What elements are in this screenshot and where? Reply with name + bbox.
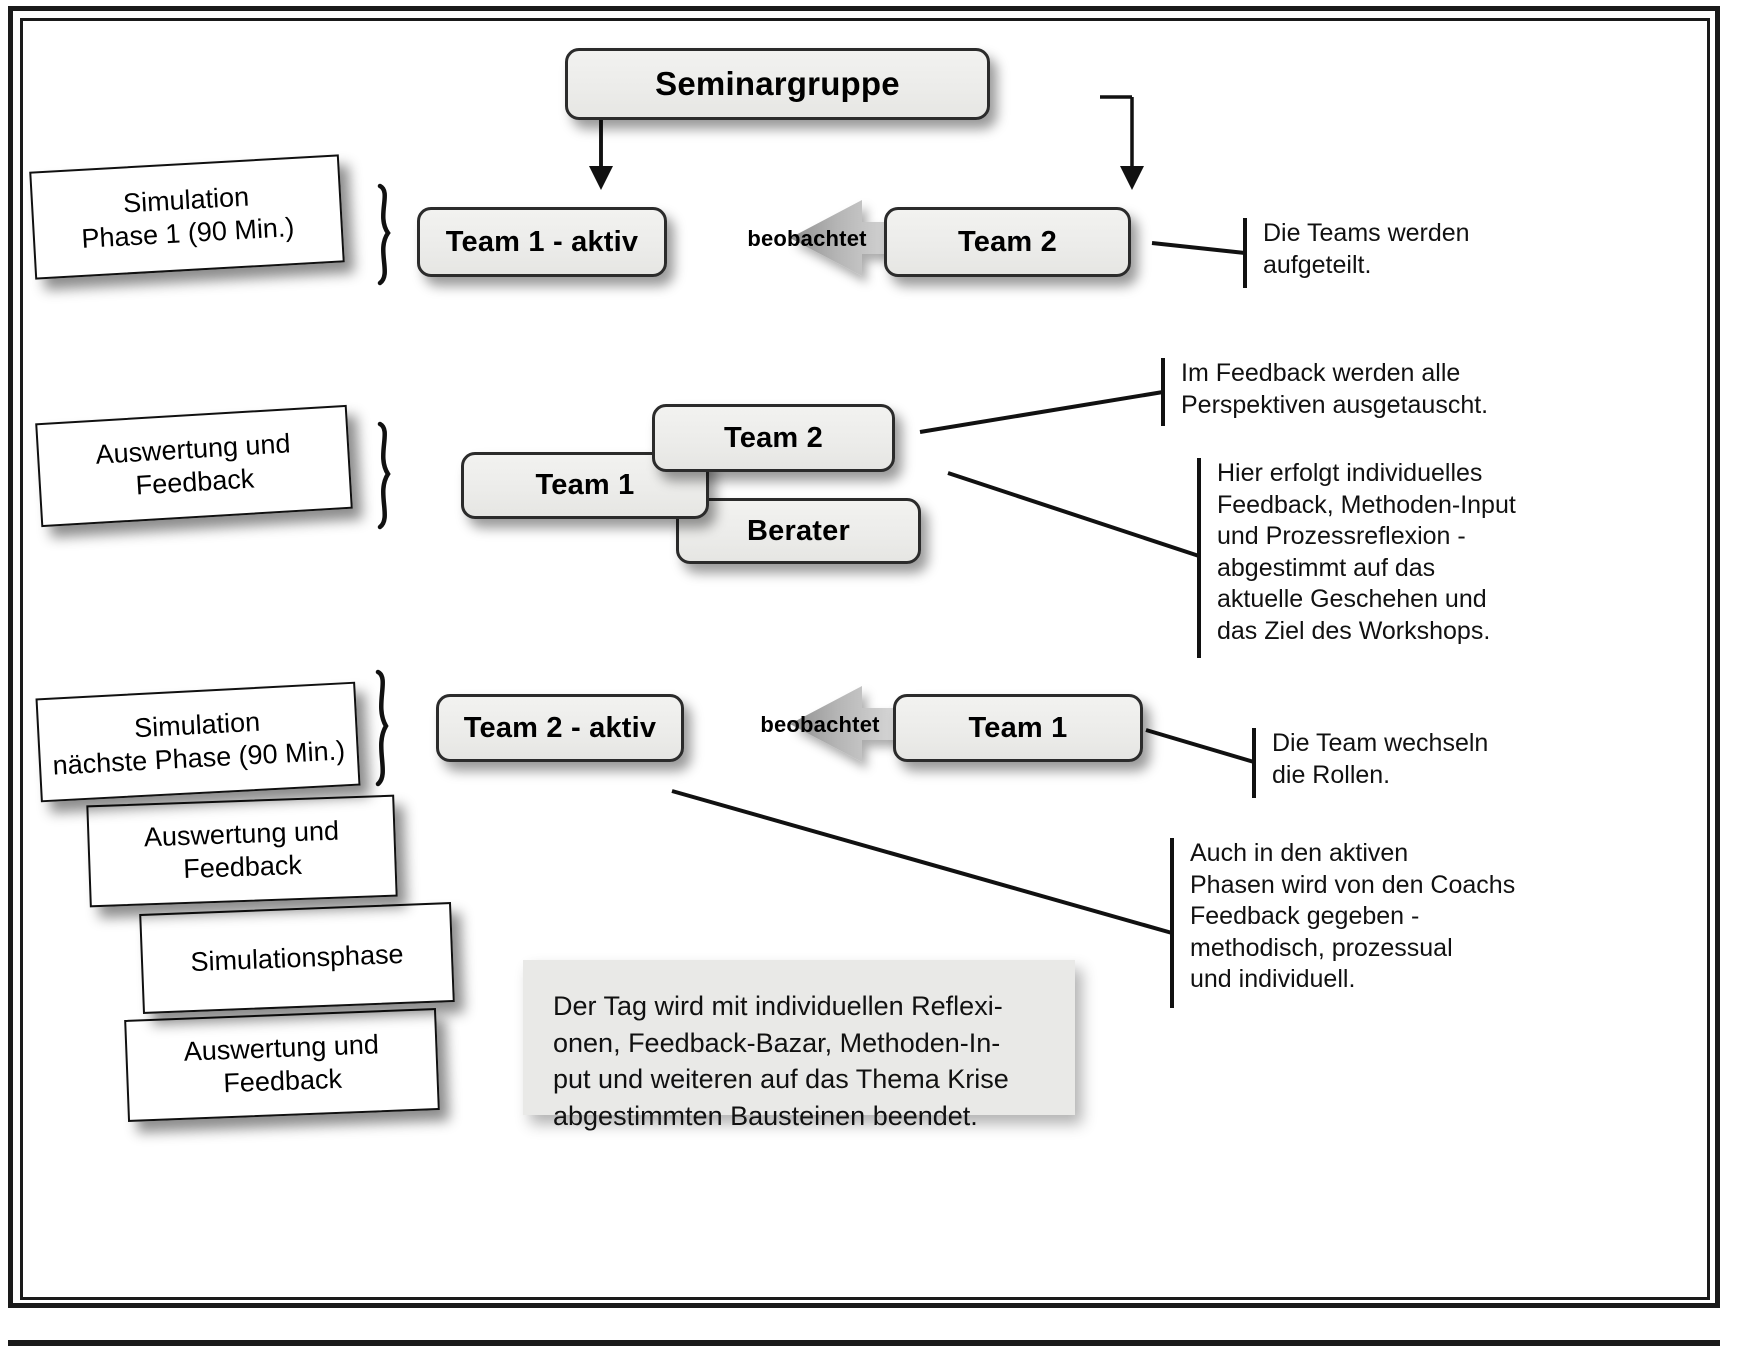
- inner-frame: [20, 18, 1710, 1300]
- team2-observer-label: Team 2: [958, 225, 1057, 258]
- stack-card-0: Auswertung und Feedback: [86, 794, 398, 908]
- annotation-line: Hier erfolgt individuelles: [1217, 459, 1483, 487]
- outer-frame: [8, 6, 1720, 1308]
- annotation-line: und individuell.: [1190, 965, 1356, 993]
- annotation-feedback-perspektiven: Im Feedback werden alle Perspektiven aus…: [1161, 358, 1491, 426]
- phase-card-simulation-1: Simulation Phase 1 (90 Min.): [29, 154, 345, 280]
- eval-team2-box[interactable]: Team 2: [652, 404, 895, 472]
- annotation-line: das Ziel des Workshops.: [1217, 616, 1491, 645]
- annotation-line: Perspektiven ausgetauscht.: [1181, 390, 1489, 419]
- annotation-line: Auch in den aktiven: [1190, 839, 1409, 867]
- bottom-rule: [8, 1340, 1720, 1346]
- stack-card-2: Auswertung und Feedback: [124, 1008, 440, 1122]
- beobachtet-text-2: beobachtet: [760, 712, 880, 737]
- team1-aktiv-label: Team 1 - aktiv: [445, 225, 639, 258]
- annotation-line: abgestimmt auf das: [1217, 553, 1436, 582]
- annotation-line: methodisch, prozessual: [1190, 933, 1453, 962]
- stack-card-line2: Feedback: [182, 849, 303, 885]
- beobachtet-label-2: beobachtet: [755, 712, 885, 738]
- stack-card-line1: Simulationsphase: [189, 938, 405, 977]
- team1-observer-box[interactable]: Team 1: [893, 694, 1143, 762]
- stack-card-line1: Auswertung und: [143, 815, 340, 853]
- annotation-individuelles-feedback: Hier erfolgt individuelles Feedback, Met…: [1197, 458, 1527, 658]
- stack-card-1: Simulationsphase: [139, 902, 455, 1014]
- annotation-line: Phasen wird von den Coachs: [1190, 870, 1516, 899]
- phase-card-auswertung-1: Auswertung und Feedback: [35, 404, 353, 528]
- eval-team1-label: Team 1: [535, 469, 635, 501]
- annotation-line: und Prozessreflexion -: [1217, 522, 1466, 550]
- annotation-line: Feedback, Methoden-Input: [1217, 490, 1516, 519]
- beobachtet-label-1: beobachtet: [742, 226, 872, 252]
- annotation-line: aktuelle Geschehen und: [1217, 585, 1487, 613]
- eval-berater-box[interactable]: Berater: [676, 498, 921, 564]
- annotation-line: Die Teams werden: [1263, 219, 1470, 247]
- annotation-line: die Rollen.: [1272, 760, 1391, 789]
- annotation-coach-feedback: Auch in den aktiven Phasen wird von den …: [1170, 838, 1530, 1008]
- annotation-rollen-wechsel: Die Team wechseln die Rollen.: [1252, 728, 1552, 798]
- team1-aktiv-box[interactable]: Team 1 - aktiv: [417, 207, 667, 277]
- team2-observer-box[interactable]: Team 2: [884, 207, 1131, 277]
- note-line: put und weiteren auf das Thema Krise: [553, 1064, 1009, 1095]
- beobachtet-text-1: beobachtet: [747, 226, 867, 251]
- note-line: abgestimmten Bausteinen beendet.: [553, 1101, 978, 1132]
- team1-observer-label: Team 1: [968, 711, 1068, 744]
- summary-note-box: Der Tag wird mit individuellen Reflexi- …: [523, 960, 1075, 1131]
- annotation-line: Feedback gegeben -: [1190, 902, 1420, 930]
- seminargruppe-label: Seminargruppe: [655, 65, 900, 102]
- seminargruppe-box[interactable]: Seminargruppe: [565, 48, 990, 120]
- annotation-line: Im Feedback werden alle: [1181, 359, 1461, 387]
- eval-berater-label: Berater: [747, 514, 850, 547]
- note-line: onen, Feedback-Bazar, Methoden-In-: [553, 1027, 1001, 1058]
- team2-aktiv-label: Team 2 - aktiv: [463, 711, 657, 744]
- annotation-teams-aufgeteilt: Die Teams werden aufgeteilt.: [1243, 218, 1543, 288]
- annotation-line: aufgeteilt.: [1263, 250, 1372, 279]
- eval-team2-label: Team 2: [724, 421, 823, 454]
- annotation-line: Die Team wechseln: [1272, 729, 1489, 757]
- team2-aktiv-box[interactable]: Team 2 - aktiv: [436, 694, 684, 762]
- note-line: Der Tag wird mit individuellen Reflexi-: [553, 991, 1003, 1021]
- phase-card-simulation-2: Simulation nächste Phase (90 Min.): [35, 681, 361, 803]
